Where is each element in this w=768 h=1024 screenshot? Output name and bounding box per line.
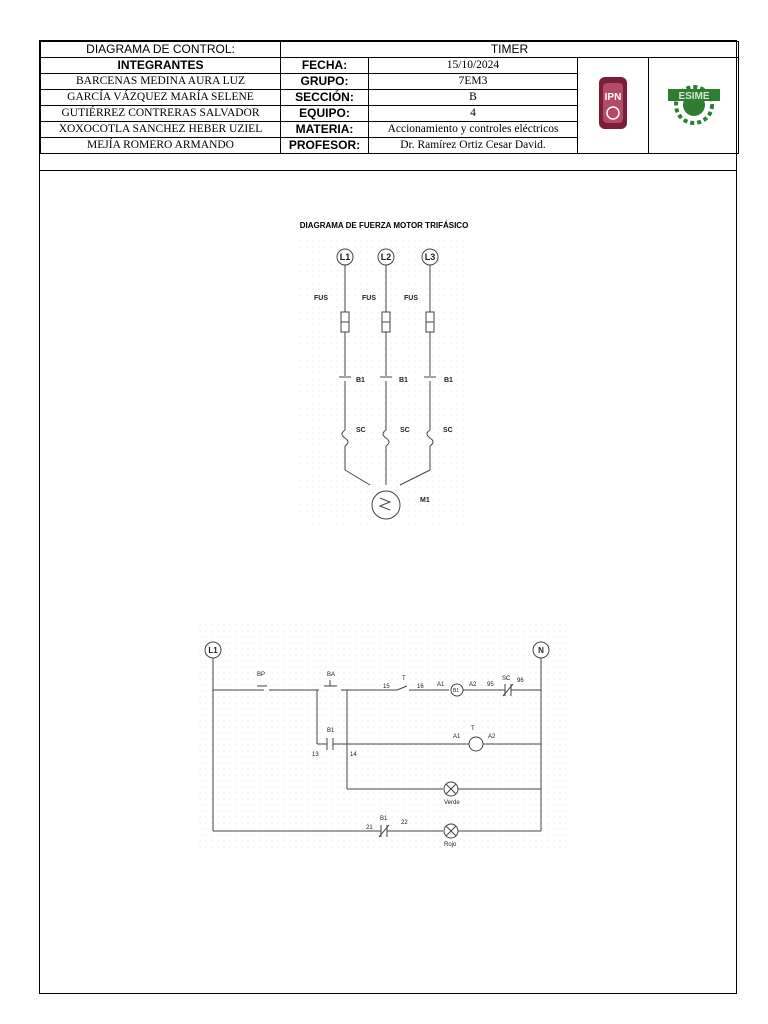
power-diagram: L1 L2 L3 FUS FUS FUS B1 B1 B1 SC SC SC M… <box>300 240 466 526</box>
timer-coil-label: T <box>471 726 475 732</box>
page-frame: DIAGRAMA DE CONTROL: TIMER INTEGRANTES F… <box>39 40 740 994</box>
esime-logo-text: ESIME <box>678 91 709 102</box>
overload-label: SC <box>502 676 511 682</box>
field-value: 4 <box>368 105 578 122</box>
aux-13-label: 13 <box>312 752 319 758</box>
stop-button-label: BP <box>257 672 265 678</box>
contact-95-label: 95 <box>487 682 494 688</box>
contact-96-label: 96 <box>517 678 524 684</box>
ipn-logo-text: IPN <box>605 92 622 103</box>
coil-b1-label: B1 <box>453 688 459 694</box>
header-table: DIAGRAMA DE CONTROL: TIMER INTEGRANTES F… <box>40 41 740 154</box>
coil-a1-label: A1 <box>437 682 445 688</box>
fuse-label: FUS <box>404 295 418 302</box>
aux-contact-label: B1 <box>327 728 335 734</box>
red-lamp-label: Rojo <box>444 842 457 848</box>
member-name: XOXOCOTLA SANCHEZ HEBER UZIEL <box>40 121 281 138</box>
member-name: MEJÍA ROMERO ARMANDO <box>40 137 281 154</box>
field-value: 7EM3 <box>368 73 578 90</box>
timer-a2-label: A2 <box>488 734 496 740</box>
field-label: SECCIÓN: <box>280 89 369 106</box>
field-value: Dr. Ramírez Ortiz Cesar David. <box>368 137 578 154</box>
members-title: INTEGRANTES <box>40 57 281 74</box>
overload-label: SC <box>443 427 453 434</box>
line-label: L1 <box>340 252 351 262</box>
start-button-label: BA <box>327 672 335 678</box>
line-label: L2 <box>381 252 392 262</box>
nc-21-label: 21 <box>366 825 373 831</box>
esime-logo: ESIME <box>667 85 720 125</box>
aux-14-label: 14 <box>350 752 357 758</box>
nc-22-label: 22 <box>401 820 408 826</box>
grid-background <box>300 240 466 526</box>
phase-l2 <box>377 248 395 485</box>
field-label: GRUPO: <box>280 73 369 90</box>
motor-label: M1 <box>420 497 430 504</box>
field-value: 15/10/2024 <box>368 57 578 74</box>
line-label: L3 <box>425 252 436 262</box>
field-label: EQUIPO: <box>280 105 369 122</box>
timer-contact-symbol <box>396 685 408 691</box>
power-diagram-title: DIAGRAMA DE FUERZA MOTOR TRIFÁSICO <box>299 221 469 230</box>
overload-label: SC <box>356 427 366 434</box>
breaker-label: B1 <box>399 377 408 384</box>
timer-coil <box>468 736 484 752</box>
motor-winding <box>378 497 392 511</box>
field-label: FECHA: <box>280 57 369 74</box>
ipn-logo: IPN <box>599 77 627 129</box>
contact-16-label: 16 <box>417 684 424 690</box>
supply-left-label: L1 <box>208 646 218 655</box>
green-lamp-label: Verde <box>444 800 460 806</box>
fuse-label: FUS <box>314 295 328 302</box>
grid-background <box>199 624 567 852</box>
field-label: PROFESOR: <box>280 137 369 154</box>
breaker-label: B1 <box>356 377 365 384</box>
phase-l3 <box>399 248 439 486</box>
nc-contact-label: B1 <box>380 816 388 822</box>
timer-contact-label: T <box>402 676 406 682</box>
timer-a1-label: A1 <box>453 734 461 740</box>
phase-l1 <box>336 248 371 486</box>
field-value: B <box>368 89 578 106</box>
diagram-name: TIMER <box>279 41 740 58</box>
member-name: GARCÍA VÁZQUEZ MARÍA SELENE <box>40 89 281 106</box>
fuse-label: FUS <box>362 295 376 302</box>
header-divider <box>40 170 736 171</box>
field-value: Accionamiento y controles eléctricos <box>368 121 578 138</box>
field-label: MATERIA: <box>280 121 369 138</box>
member-name: BARCENAS MEDINA AURA LUZ <box>40 73 281 90</box>
breaker-label: B1 <box>444 377 453 384</box>
member-name: GUTIÉRREZ CONTRERAS SALVADOR <box>40 105 281 122</box>
ipn-logo-cell: IPN <box>577 57 649 154</box>
coil-a2-label: A2 <box>469 682 477 688</box>
supply-right-label: N <box>538 646 544 655</box>
contact-15-label: 15 <box>383 684 390 690</box>
overload-label: SC <box>400 427 410 434</box>
esime-logo-cell: ESIME <box>647 57 740 154</box>
motor-symbol <box>371 490 401 520</box>
control-diagram: L1 N BP BA 15 T 16 A1 B1 A2 95 SC 96 B1 … <box>199 624 567 852</box>
diagram-label: DIAGRAMA DE CONTROL: <box>40 41 281 58</box>
